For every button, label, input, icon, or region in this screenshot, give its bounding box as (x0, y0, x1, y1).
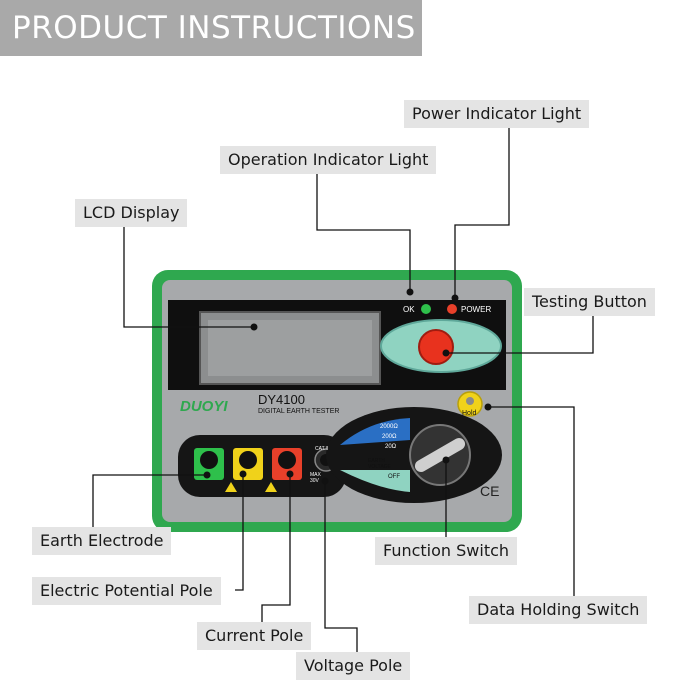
power-label: POWER (461, 305, 492, 314)
cat-label: CAT.II (315, 446, 329, 452)
hold-label: Hold (462, 410, 477, 417)
dial-range-off: OFF (388, 474, 400, 480)
callout-lcd-display: LCD Display (75, 199, 188, 227)
device-brand: DUOYI (180, 398, 228, 415)
callout-function-switch: Function Switch (375, 537, 518, 565)
callout-testing-button: Testing Button (524, 288, 655, 316)
callout-operation-indicator: Operation Indicator Light (220, 146, 437, 174)
ce-mark: CE (480, 483, 500, 499)
device-subtitle: DIGITAL EARTH TESTER (258, 408, 340, 415)
power-indicator-icon (447, 304, 457, 314)
ok-label: OK (403, 305, 415, 314)
callout-data-holding: Data Holding Switch (469, 596, 648, 624)
page-title: PRODUCT INSTRUCTIONS (0, 0, 422, 56)
ok-indicator-icon (421, 304, 431, 314)
callout-current-pole: Current Pole (197, 622, 312, 650)
dial-range-200: 200Ω (382, 434, 397, 440)
device-model: DY4100 (258, 392, 305, 407)
dial-range-earth-voltage: EARTH VOLTAGE (368, 458, 391, 470)
callout-electric-potential: Electric Potential Pole (32, 577, 221, 605)
dial-range-20: 20Ω (385, 444, 397, 450)
dial-range-2000: 2000Ω (380, 424, 398, 430)
callout-power-indicator: Power Indicator Light (404, 100, 590, 128)
callout-earth-electrode: Earth Electrode (32, 527, 172, 555)
callout-voltage-pole: Voltage Pole (296, 652, 411, 680)
max-label: MAX 30V (310, 472, 321, 484)
